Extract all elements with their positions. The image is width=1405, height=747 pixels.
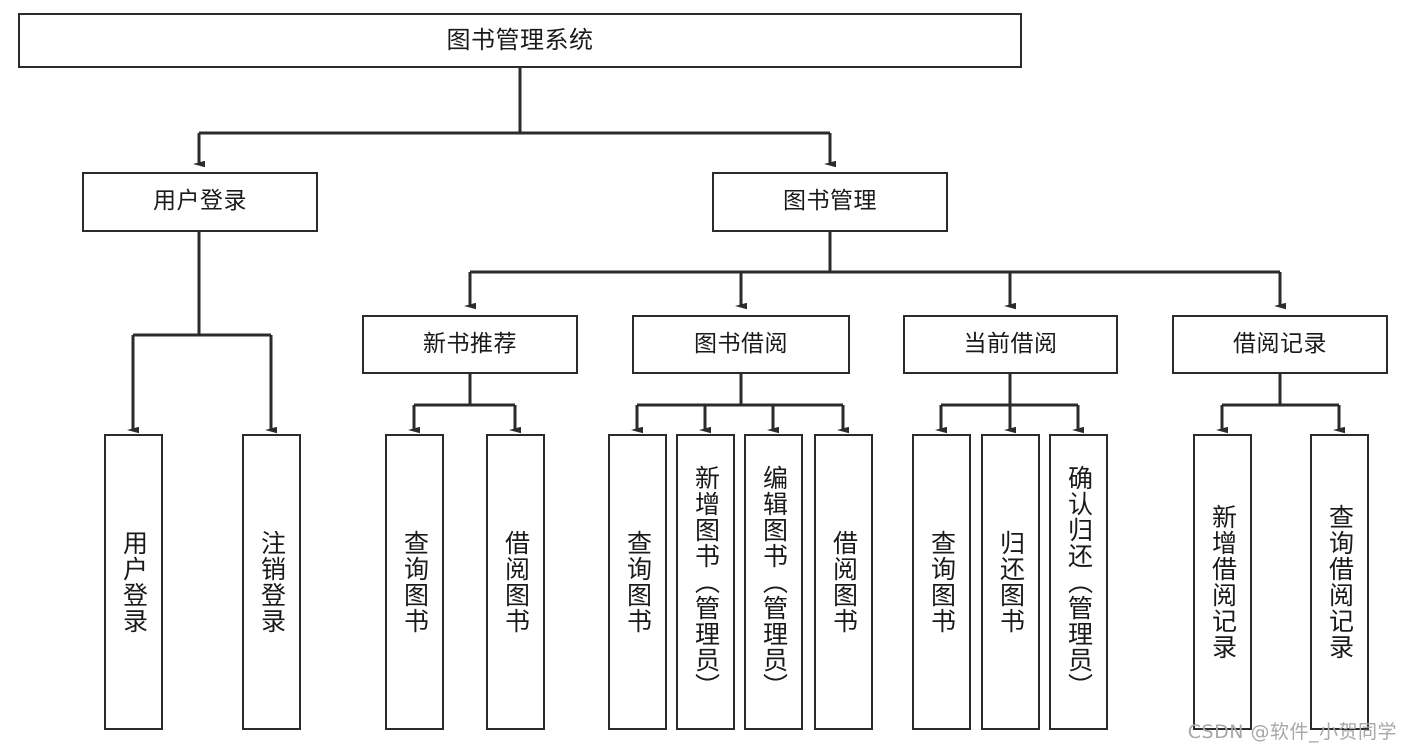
node-leaf-user-login[interactable]: 用户登录 [104,434,163,730]
node-label: 确认归还（管理员） [1064,465,1094,699]
node-leaf-record-query-borrow-record[interactable]: 查询借阅记录 [1310,434,1369,730]
node-label: 当前借阅 [963,330,1058,357]
watermark-text: CSDN @软件_小贺同学 [1187,721,1397,743]
node-label: 图书借阅 [694,330,788,357]
node-submodule-book-borrow[interactable]: 图书借阅 [632,315,850,374]
node-leaf-recommend-borrow-book[interactable]: 借阅图书 [486,434,545,730]
node-label: 用户登录 [119,530,149,634]
node-leaf-user-logout[interactable]: 注销登录 [242,434,301,730]
node-label: 新增借阅记录 [1208,504,1238,660]
node-label: 编辑图书（管理员） [759,465,789,699]
node-label: 查询图书 [927,530,957,634]
node-label: 查询图书 [400,530,430,634]
node-label: 归还图书 [996,530,1026,634]
node-leaf-borrow-query-book[interactable]: 查询图书 [608,434,667,730]
node-label: 新增图书（管理员） [691,465,721,699]
node-label: 借阅记录 [1233,330,1327,357]
node-leaf-recommend-query-book[interactable]: 查询图书 [385,434,444,730]
node-label: 图书管理系统 [446,26,594,55]
node-root-system[interactable]: 图书管理系统 [18,13,1022,68]
node-label: 查询借阅记录 [1325,504,1355,660]
node-label: 借阅图书 [829,530,859,634]
node-label: 注销登录 [257,530,287,634]
node-leaf-borrow-borrow-book[interactable]: 借阅图书 [814,434,873,730]
node-label: 查询图书 [623,530,653,634]
node-label: 借阅图书 [501,530,531,634]
node-submodule-current-borrow[interactable]: 当前借阅 [903,315,1118,374]
node-label: 用户登录 [153,188,247,215]
node-label: 新书推荐 [423,330,517,357]
node-leaf-borrow-add-book-admin[interactable]: 新增图书（管理员） [676,434,735,730]
node-leaf-current-confirm-return-admin[interactable]: 确认归还（管理员） [1049,434,1108,730]
node-leaf-borrow-edit-book-admin[interactable]: 编辑图书（管理员） [744,434,803,730]
node-leaf-current-query-book[interactable]: 查询图书 [912,434,971,730]
node-submodule-borrow-record[interactable]: 借阅记录 [1172,315,1388,374]
node-label: 图书管理 [783,188,877,215]
node-module-book-management[interactable]: 图书管理 [712,172,948,232]
node-submodule-new-book-recommend[interactable]: 新书推荐 [362,315,578,374]
node-module-user-login[interactable]: 用户登录 [82,172,318,232]
node-leaf-record-add-borrow-record[interactable]: 新增借阅记录 [1193,434,1252,730]
node-leaf-current-return-book[interactable]: 归还图书 [981,434,1040,730]
